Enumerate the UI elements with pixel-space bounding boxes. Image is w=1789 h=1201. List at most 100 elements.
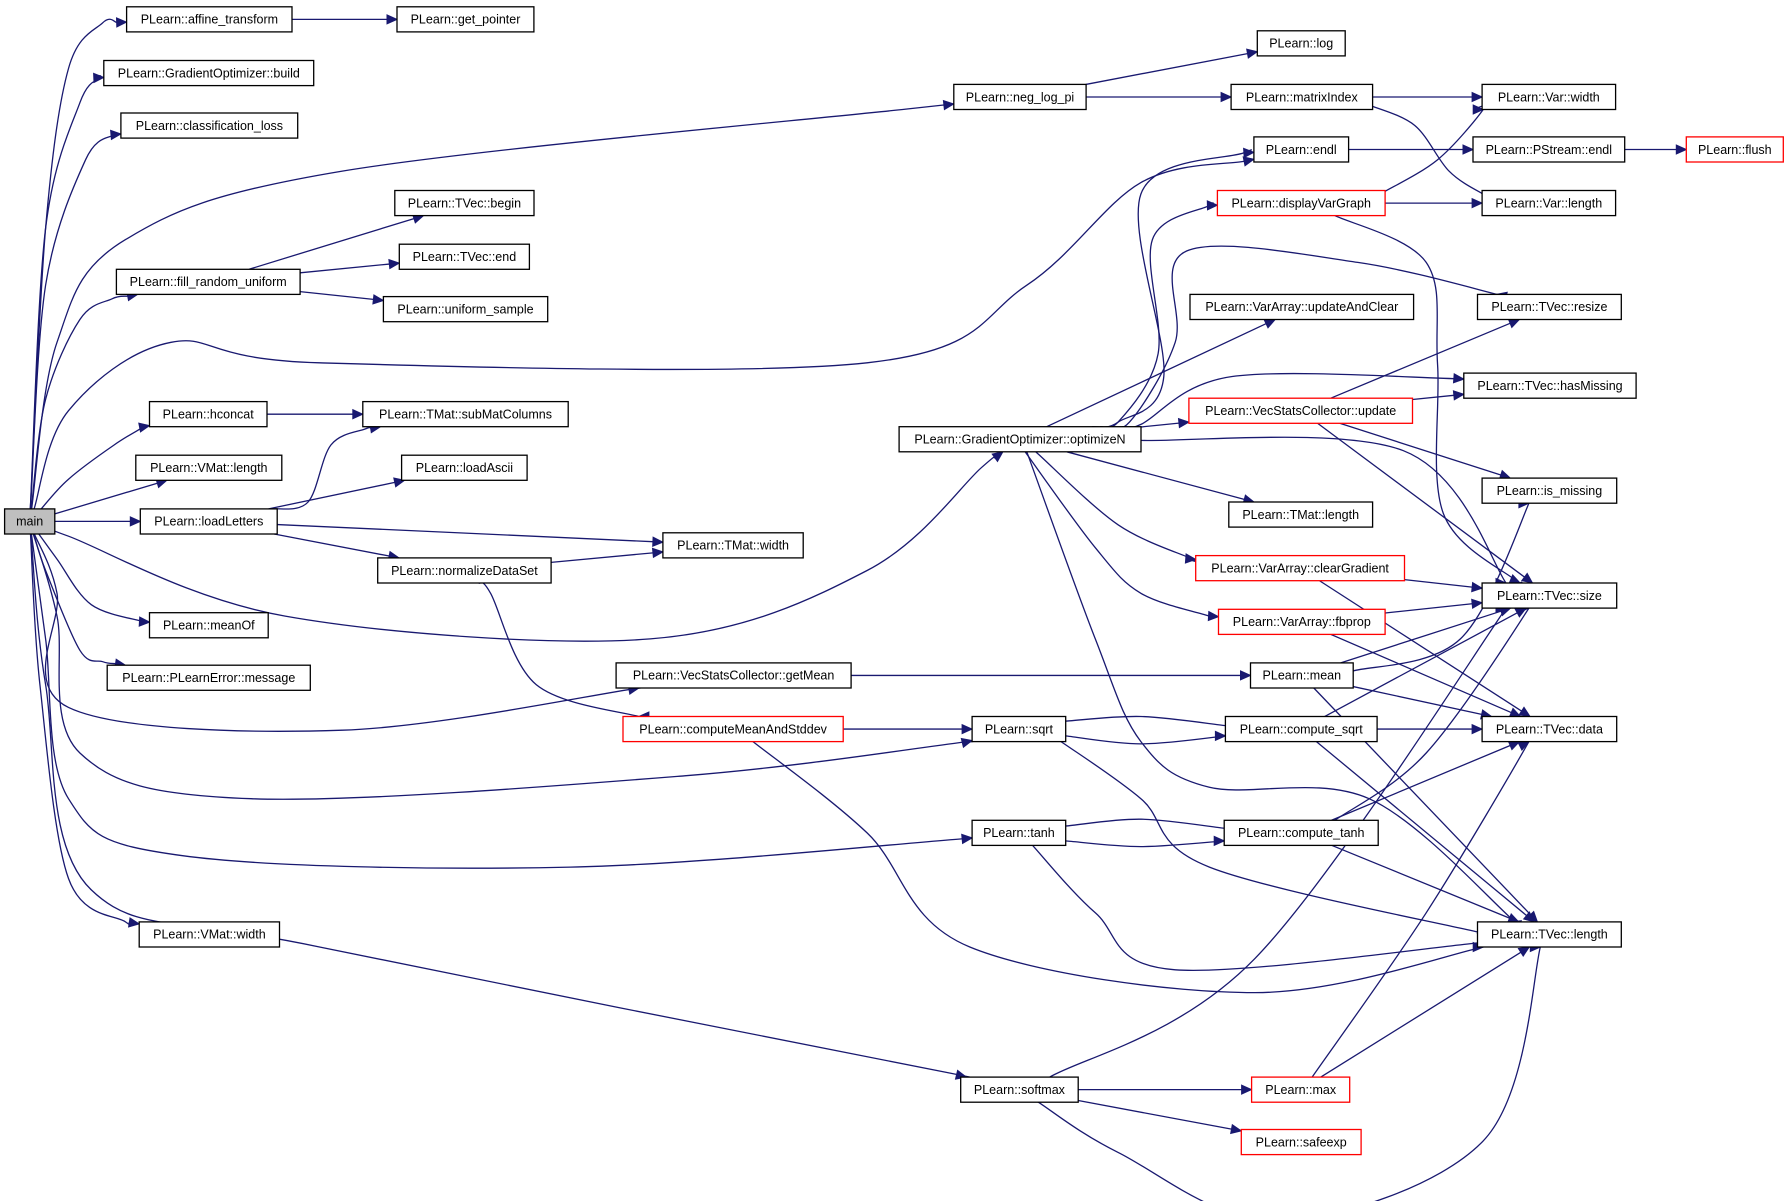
node-box[interactable]	[377, 557, 552, 584]
node-box[interactable]	[1481, 189, 1617, 217]
node-box[interactable]	[135, 454, 283, 481]
node-box[interactable]	[1481, 715, 1618, 743]
node-message[interactable]: PLearn::PLearnError::message	[106, 664, 311, 691]
node-optimizen[interactable]: PLearn::GradientOptimizer::optimizeN	[898, 426, 1142, 453]
node-box[interactable]	[1463, 372, 1637, 399]
node-tvec_size[interactable]: PLearn::TVec::size	[1481, 582, 1618, 609]
node-box[interactable]	[139, 508, 278, 535]
node-box[interactable]	[662, 532, 804, 559]
node-box[interactable]	[396, 6, 535, 33]
node-box[interactable]	[1476, 293, 1622, 321]
node-box[interactable]	[148, 612, 269, 639]
node-box[interactable]	[1195, 554, 1406, 582]
node-compute_tanh[interactable]: PLearn::compute_tanh	[1223, 819, 1379, 847]
node-box[interactable]	[1240, 1128, 1362, 1156]
node-uniform_sample[interactable]: PLearn::uniform_sample	[382, 295, 549, 323]
node-box[interactable]	[125, 6, 293, 33]
node-computemeanandstddev[interactable]: PLearn::computeMeanAndStddev	[622, 715, 844, 743]
node-cleargradient[interactable]: PLearn::VarArray::clearGradient	[1195, 554, 1406, 582]
node-box[interactable]	[953, 83, 1087, 111]
node-tvec_length[interactable]: PLearn::TVec::length	[1476, 921, 1622, 948]
node-updateandclear[interactable]: PLearn::VarArray::updateAndClear	[1189, 293, 1415, 321]
node-box[interactable]	[1188, 397, 1414, 424]
node-box[interactable]	[1476, 921, 1622, 948]
node-tvec_resize[interactable]: PLearn::TVec::resize	[1476, 293, 1622, 321]
node-loadascii[interactable]: PLearn::loadAscii	[400, 454, 528, 481]
node-tvec_end[interactable]: PLearn::TVec::end	[398, 243, 531, 270]
node-log[interactable]: PLearn::log	[1256, 30, 1346, 57]
node-tanh[interactable]: PLearn::tanh	[971, 819, 1067, 847]
node-mean[interactable]: PLearn::mean	[1249, 662, 1354, 689]
node-matrixindex[interactable]: PLearn::matrixIndex	[1230, 83, 1374, 111]
node-flush[interactable]: PLearn::flush	[1685, 136, 1784, 163]
node-tvec_begin[interactable]: PLearn::TVec::begin	[394, 189, 535, 217]
node-tvec_data[interactable]: PLearn::TVec::data	[1481, 715, 1618, 743]
node-safeexp[interactable]: PLearn::safeexp	[1240, 1128, 1362, 1156]
node-box[interactable]	[1256, 30, 1346, 57]
node-box[interactable]	[394, 189, 535, 217]
node-tmat_width[interactable]: PLearn::TMat::width	[662, 532, 804, 559]
node-box[interactable]	[400, 454, 528, 481]
node-box[interactable]	[622, 715, 844, 743]
node-sqrt[interactable]: PLearn::sqrt	[971, 715, 1067, 743]
node-box[interactable]	[1217, 608, 1386, 636]
node-pstream_endl[interactable]: PLearn::PStream::endl	[1472, 136, 1626, 163]
node-loadletters[interactable]: PLearn::loadLetters	[139, 508, 278, 535]
node-box[interactable]	[1250, 1076, 1351, 1103]
node-box[interactable]	[898, 426, 1142, 453]
node-submatcolumns[interactable]: PLearn::TMat::subMatColumns	[362, 400, 569, 428]
node-compute_sqrt[interactable]: PLearn::compute_sqrt	[1224, 715, 1378, 743]
node-classification_loss[interactable]: PLearn::classification_loss	[120, 112, 299, 139]
node-box[interactable]	[1249, 662, 1354, 689]
node-vmat_width[interactable]: PLearn::VMat::width	[138, 921, 281, 948]
node-fbprop[interactable]: PLearn::VarArray::fbprop	[1217, 608, 1386, 636]
node-box[interactable]	[1481, 83, 1617, 111]
node-displayvargraph[interactable]: PLearn::displayVarGraph	[1216, 189, 1386, 217]
node-go_build[interactable]: PLearn::GradientOptimizer::build	[103, 59, 315, 87]
node-box[interactable]	[615, 662, 852, 689]
node-box[interactable]	[1481, 477, 1618, 504]
node-box[interactable]	[148, 400, 268, 428]
node-box[interactable]	[103, 59, 315, 87]
node-box[interactable]	[1472, 136, 1626, 163]
node-max[interactable]: PLearn::max	[1250, 1076, 1351, 1103]
node-box[interactable]	[971, 819, 1067, 847]
node-box[interactable]	[398, 243, 531, 270]
node-vsc_update[interactable]: PLearn::VecStatsCollector::update	[1188, 397, 1414, 424]
node-box[interactable]	[3, 508, 56, 535]
node-box[interactable]	[1230, 83, 1374, 111]
node-box[interactable]	[960, 1076, 1079, 1103]
node-box[interactable]	[115, 268, 301, 296]
node-softmax[interactable]: PLearn::softmax	[960, 1076, 1079, 1103]
node-box[interactable]	[1189, 293, 1415, 321]
node-is_missing[interactable]: PLearn::is_missing	[1481, 477, 1618, 504]
node-vmat_length[interactable]: PLearn::VMat::length	[135, 454, 283, 481]
node-box[interactable]	[1481, 582, 1618, 609]
node-box[interactable]	[1228, 501, 1374, 528]
node-box[interactable]	[971, 715, 1067, 743]
node-affine_transform[interactable]: PLearn::affine_transform	[125, 6, 293, 33]
node-fill_random_uniform[interactable]: PLearn::fill_random_uniform	[115, 268, 301, 296]
node-main[interactable]: main	[3, 508, 56, 535]
node-box[interactable]	[382, 295, 549, 323]
node-box[interactable]	[106, 664, 311, 691]
node-var_width[interactable]: PLearn::Var::width	[1481, 83, 1617, 111]
node-box[interactable]	[138, 921, 281, 948]
node-tmat_length[interactable]: PLearn::TMat::length	[1228, 501, 1374, 528]
node-var_length[interactable]: PLearn::Var::length	[1481, 189, 1617, 217]
node-box[interactable]	[1223, 819, 1379, 847]
node-box[interactable]	[1224, 715, 1378, 743]
node-box[interactable]	[362, 400, 569, 428]
node-getmean[interactable]: PLearn::VecStatsCollector::getMean	[615, 662, 852, 689]
node-hconcat[interactable]: PLearn::hconcat	[148, 400, 268, 428]
node-neg_log_pi[interactable]: PLearn::neg_log_pi	[953, 83, 1087, 111]
node-box[interactable]	[1685, 136, 1784, 163]
node-normalizedataset[interactable]: PLearn::normalizeDataSet	[377, 557, 552, 584]
node-get_pointer[interactable]: PLearn::get_pointer	[396, 6, 535, 33]
node-box[interactable]	[120, 112, 299, 139]
node-box[interactable]	[1253, 136, 1350, 163]
node-box[interactable]	[1216, 189, 1386, 217]
node-tvec_hasmissing[interactable]: PLearn::TVec::hasMissing	[1463, 372, 1637, 399]
node-meanof[interactable]: PLearn::meanOf	[148, 612, 269, 639]
node-endl[interactable]: PLearn::endl	[1253, 136, 1350, 163]
